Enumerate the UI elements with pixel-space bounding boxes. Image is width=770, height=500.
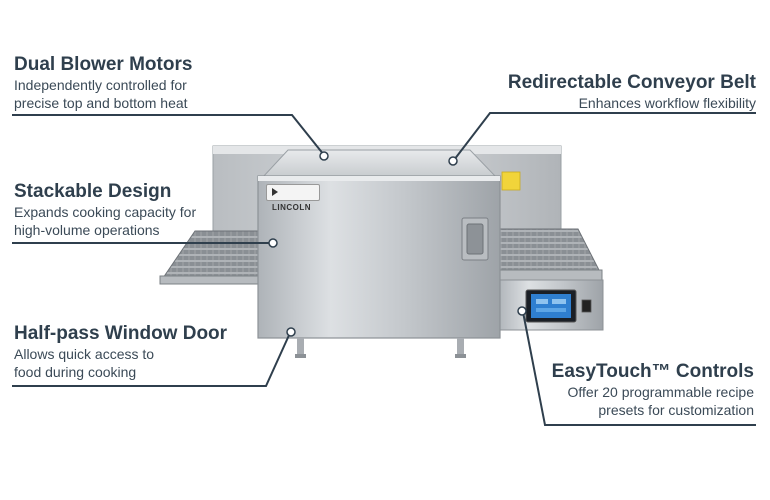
oven-legs <box>295 338 466 358</box>
callout-desc-line: presets for customization <box>598 402 754 418</box>
brand-label: LINCOLN <box>272 203 312 212</box>
callout-desc-line: precise top and bottom heat <box>14 95 188 111</box>
callout-easytouch-controls: EasyTouch™ Controls Offer 20 programmabl… <box>552 361 754 419</box>
control-box <box>496 279 604 331</box>
leader-dots <box>268 151 527 337</box>
callout-desc-line: Allows quick access to <box>14 346 155 362</box>
right-conveyor <box>496 228 603 281</box>
callout-desc-line: food during cooking <box>14 364 137 380</box>
callout-stackable-design: Stackable Design Expands cooking capacit… <box>14 181 196 239</box>
callout-desc-line: Expands cooking capacity for <box>14 204 197 220</box>
callout-redirectable-conveyor-belt: Redirectable Conveyor Belt Enhances work… <box>508 72 756 112</box>
callout-desc-line: Independently controlled for <box>14 77 187 93</box>
oven-front-body <box>257 149 501 339</box>
callout-desc-line: Offer 20 programmable recipe <box>567 384 755 400</box>
brand-logo-icon <box>272 188 278 196</box>
callout-dual-blower-motors: Dual Blower Motors Independently control… <box>14 54 192 112</box>
leader-lines <box>12 112 756 426</box>
callout-title: EasyTouch™ Controls <box>551 361 754 382</box>
callout-half-pass-window-door: Half-pass Window Door Allows quick acces… <box>14 323 227 381</box>
callout-title: Stackable Design <box>14 181 172 202</box>
callout-desc-line: Enhances workflow flexibility <box>578 95 756 111</box>
callout-title: Redirectable Conveyor Belt <box>507 72 756 93</box>
callout-title: Dual Blower Motors <box>14 54 193 75</box>
brand-plate: LINCOLN <box>266 184 320 212</box>
callout-title: Half-pass Window Door <box>14 323 228 344</box>
callout-desc-line: high-volume operations <box>14 222 160 238</box>
